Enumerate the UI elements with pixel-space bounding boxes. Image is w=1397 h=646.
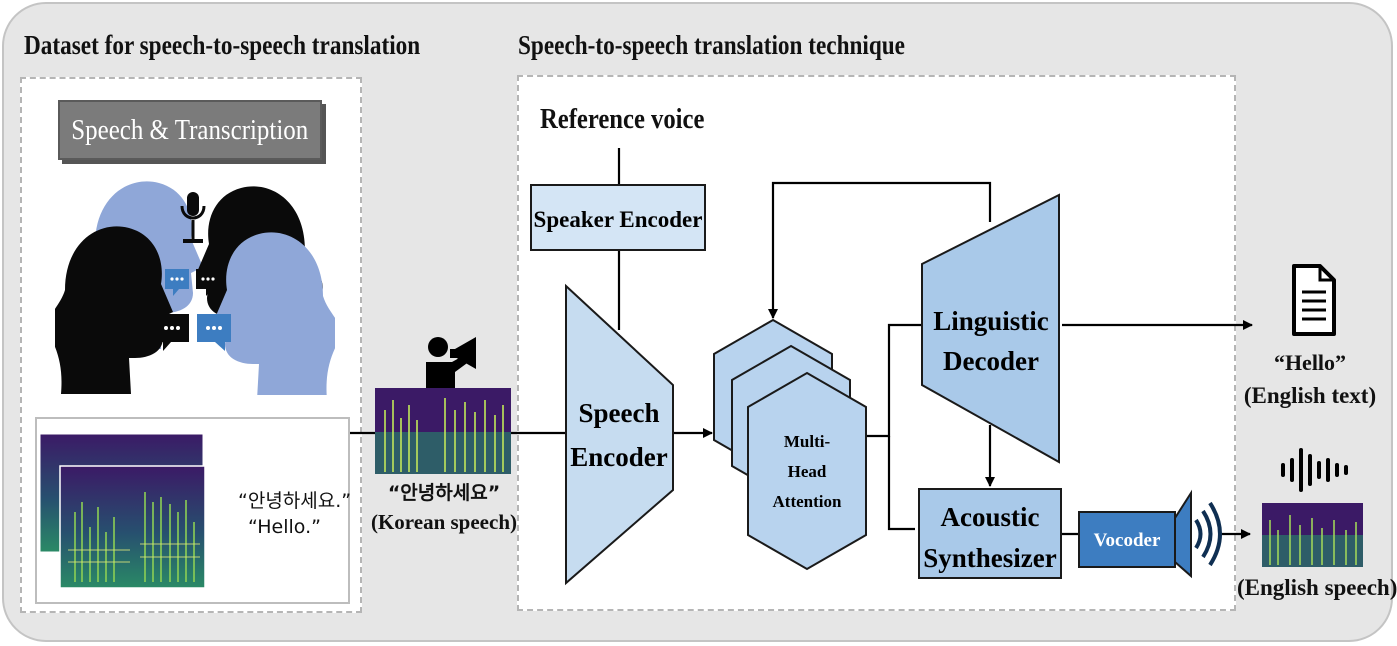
speech-transcription-label: Speech & Transcription xyxy=(58,100,322,160)
korean-speech-caption: (Korean speech) xyxy=(370,510,517,534)
speech-encoder-label-2: Encoder xyxy=(570,442,668,472)
attention-label-1: Multi- xyxy=(784,432,831,451)
input-spectrogram xyxy=(375,388,511,474)
acoustic-synthesizer-block: Acoustic Synthesizer xyxy=(918,488,1062,579)
conversation-illustration xyxy=(55,181,335,395)
acoustic-synth-label-2: Synthesizer xyxy=(923,543,1057,573)
speech-bubble-icon xyxy=(196,269,220,296)
transcript-korean: “안녕하세요.” xyxy=(238,490,352,512)
speech-bubble-icon xyxy=(155,314,189,351)
transcript-english: “Hello.” xyxy=(248,516,321,538)
speech-bubble-icon xyxy=(197,314,231,351)
attention-label-3: Attention xyxy=(773,492,842,511)
multi-head-attention-block xyxy=(713,318,867,571)
output-text-caption: (English text) xyxy=(1243,383,1377,408)
linguistic-decoder-label-1: Linguistic xyxy=(933,306,1049,336)
document-icon xyxy=(1292,264,1336,336)
feedback-arrow xyxy=(768,181,992,319)
connector-line xyxy=(887,436,915,531)
speech-bubble-icon xyxy=(165,269,189,296)
speech-encoder-block: Speech Encoder xyxy=(565,283,674,586)
technique-section-title: Speech-to-speech translation technique xyxy=(518,30,905,60)
acoustic-synth-label-1: Acoustic xyxy=(941,502,1040,532)
output-speech-caption: (English speech) xyxy=(1237,575,1397,600)
speaker-horn-icon xyxy=(1174,489,1192,579)
microphone-icon xyxy=(180,192,206,243)
speech-encoder-label-1: Speech xyxy=(579,398,660,428)
waveform-icon xyxy=(1281,448,1348,492)
korean-input-text: “안녕하세요” xyxy=(387,482,501,504)
attention-label-2: Head xyxy=(788,462,827,481)
reference-voice-label: Reference voice xyxy=(540,104,705,135)
linguistic-decoder-label-2: Decoder xyxy=(943,346,1039,376)
output-spectrogram xyxy=(1262,503,1363,567)
speaker-encoder-block: Speaker Encoder xyxy=(530,184,706,251)
spectrogram-stack xyxy=(40,433,206,589)
connector-line xyxy=(866,323,922,438)
megaphone-person-icon xyxy=(426,337,476,388)
output-text-value: “Hello” xyxy=(1273,350,1347,375)
speaker-encoder-label: Speaker Encoder xyxy=(534,207,703,232)
dataset-section-title: Dataset for speech-to-speech translation xyxy=(24,30,421,60)
linguistic-decoder-block: Linguistic Decoder xyxy=(921,193,1060,464)
sound-waves-icon xyxy=(1194,501,1222,567)
vocoder-block: Vocoder xyxy=(1078,489,1192,579)
vocoder-label: Vocoder xyxy=(1094,530,1161,551)
